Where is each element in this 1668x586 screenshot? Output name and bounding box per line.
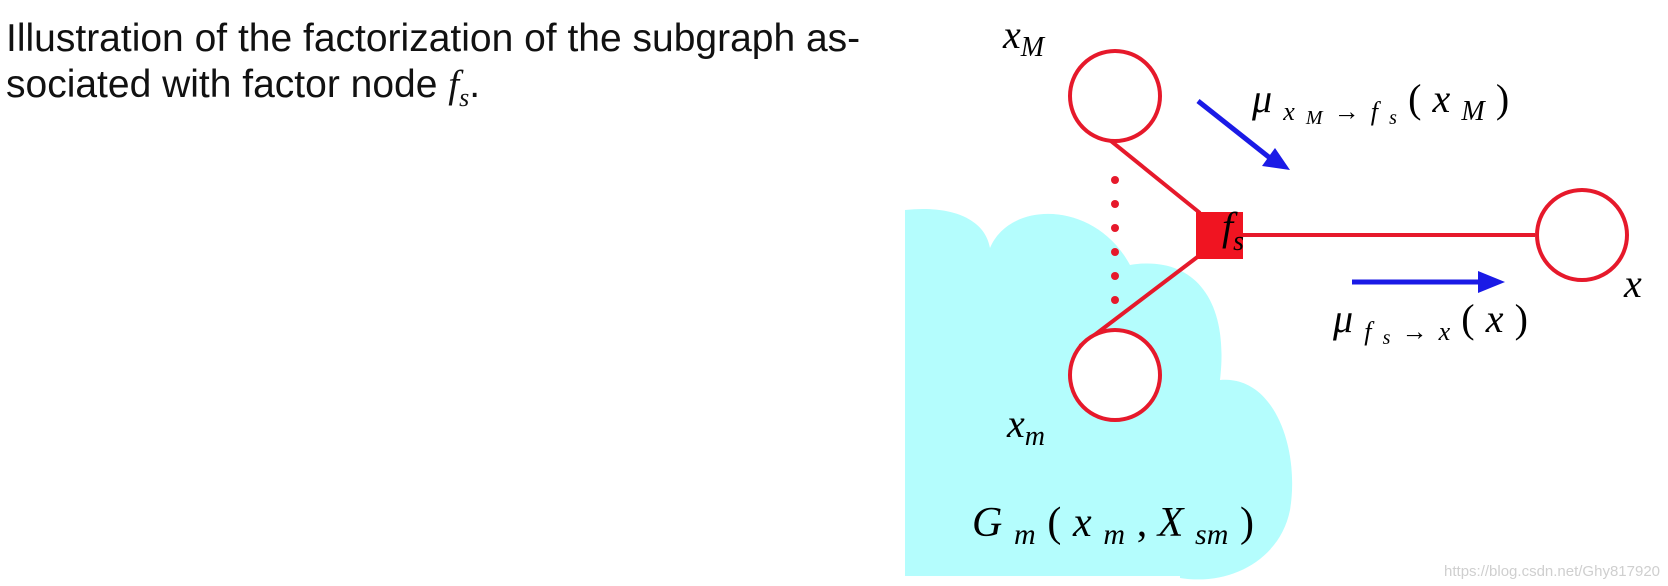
subgraph-comma: ,: [1137, 500, 1158, 546]
upper-sub-from: x: [1282, 97, 1295, 126]
lower-arg: x: [1485, 296, 1504, 341]
upper-arg: x: [1432, 76, 1451, 121]
ellipsis-dot: [1111, 200, 1119, 208]
caption-period: .: [469, 63, 481, 106]
lower-close: ): [1515, 296, 1528, 341]
upper-sub-from-sub: M: [1305, 107, 1324, 129]
subgraph-base: G: [972, 500, 1002, 546]
label-xm-sub: m: [1025, 421, 1045, 452]
label-lower-message: μ f s → x ( x ): [1332, 296, 1528, 353]
upper-mu: μ: [1251, 76, 1272, 121]
ellipsis-dot: [1111, 296, 1119, 304]
lower-open: (: [1461, 296, 1474, 341]
node-x: [1535, 188, 1629, 282]
arrow-lower-message: [1352, 271, 1505, 293]
caption-line-1: Illustration of the factorization of the…: [6, 17, 861, 60]
watermark: https://blog.csdn.net/Ghy817920: [1444, 563, 1660, 580]
lower-mu: μ: [1332, 296, 1353, 341]
subgraph-arg1: x: [1072, 500, 1092, 546]
label-xm: xm: [1006, 401, 1045, 452]
subgraph-open: (: [1047, 500, 1061, 546]
subgraph-close: ): [1240, 500, 1254, 546]
upper-sub-to-sub: s: [1389, 107, 1397, 129]
lower-sub-from-sub: s: [1383, 327, 1391, 349]
label-xm-base: x: [1006, 401, 1025, 446]
node-xM: [1068, 49, 1162, 143]
lower-sub-to: x: [1438, 317, 1451, 346]
subgraph-arg2-sub: sm: [1195, 518, 1228, 551]
node-xm: [1068, 328, 1162, 422]
label-subgraph: G m ( x m , X sm ): [972, 498, 1254, 553]
upper-close: ): [1496, 76, 1509, 121]
label-x-base: x: [1623, 261, 1642, 306]
label-x: x: [1623, 261, 1642, 306]
upper-arrow: →: [1334, 97, 1360, 126]
label-upper-message: μ x M → f s ( x M ): [1251, 76, 1509, 133]
caption-line-2-text: sociated with factor node: [6, 63, 449, 106]
upper-sub-to: f: [1371, 97, 1382, 126]
caption-factor-symbol: f: [448, 63, 460, 106]
label-xM-sub: M: [1020, 32, 1046, 63]
figure-caption: Illustration of the factorization of the…: [6, 16, 926, 121]
dotted-ellipsis: [1111, 176, 1119, 304]
caption-factor-subscript: s: [459, 82, 470, 112]
subgraph-arg1-sub: m: [1103, 518, 1125, 551]
upper-open: (: [1408, 76, 1421, 121]
lower-arrow: →: [1401, 317, 1427, 346]
arrow-upper-message: [1196, 99, 1290, 170]
ellipsis-dot: [1111, 272, 1119, 280]
subgraph-arg2: X: [1156, 500, 1186, 546]
factor-node-fs: [1196, 212, 1243, 259]
caption-line-2: sociated with factor node fs.: [6, 62, 926, 121]
subgraph-sub: m: [1014, 518, 1036, 551]
ellipsis-dot: [1111, 176, 1119, 184]
label-xM: xM: [1002, 12, 1046, 63]
label-fs-sub: s: [1233, 226, 1244, 257]
upper-arg-sub: M: [1460, 96, 1486, 127]
ellipsis-dot: [1111, 248, 1119, 256]
ellipsis-dot: [1111, 224, 1119, 232]
lower-sub-from: f: [1364, 317, 1375, 346]
label-xM-base: x: [1002, 12, 1021, 57]
